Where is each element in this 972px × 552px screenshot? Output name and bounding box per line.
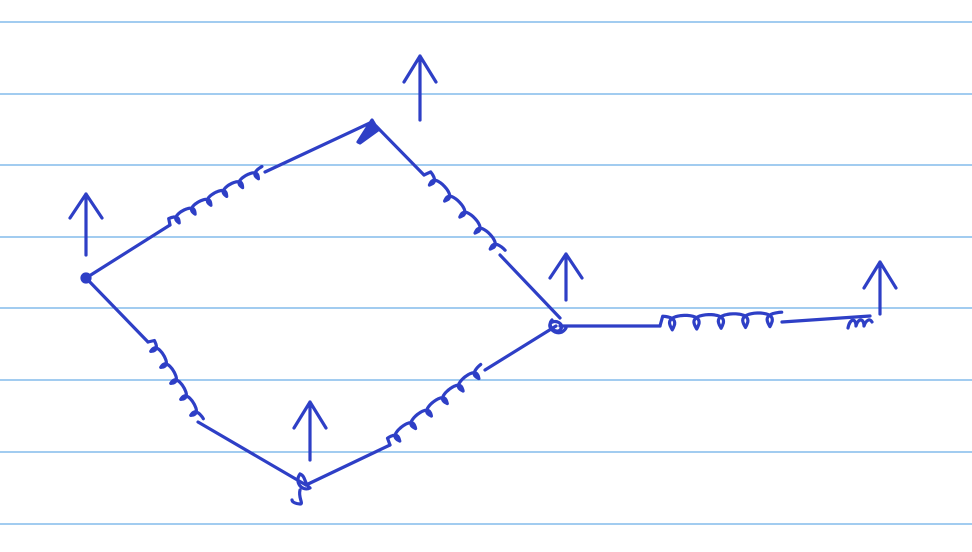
up-arrow-icon bbox=[402, 54, 438, 122]
edge-bottom-right-segment-a bbox=[304, 443, 392, 487]
edge-left-top-segment-a bbox=[84, 223, 172, 280]
wiggle-left-top bbox=[167, 164, 264, 227]
wiggly-propagators bbox=[146, 164, 784, 447]
wiggle-top-right bbox=[422, 170, 507, 252]
wiggle-right-tail bbox=[658, 310, 784, 332]
edge-top-right-segment-b bbox=[498, 253, 562, 320]
wiggle-bottom-right bbox=[385, 362, 483, 447]
ruled-lines bbox=[0, 21, 972, 525]
edge-left-bottom-segment-a bbox=[84, 276, 150, 344]
edge-left-top-segment-b bbox=[263, 120, 374, 174]
up-arrow-icon bbox=[68, 192, 104, 257]
edge-top-right-segment-a bbox=[374, 124, 426, 177]
feynman-diagram bbox=[68, 54, 898, 506]
edge-bottom-right-segment-b bbox=[483, 324, 558, 372]
up-arrow-icon bbox=[292, 400, 328, 462]
wiggle-left-bottom bbox=[146, 338, 205, 421]
up-arrow-icon bbox=[548, 252, 584, 302]
edge-right-tail-segment-b bbox=[780, 314, 872, 324]
tail-end-scribble bbox=[846, 318, 874, 330]
up-arrow-icon bbox=[862, 260, 898, 316]
edge-left-bottom-segment-b bbox=[196, 420, 308, 487]
